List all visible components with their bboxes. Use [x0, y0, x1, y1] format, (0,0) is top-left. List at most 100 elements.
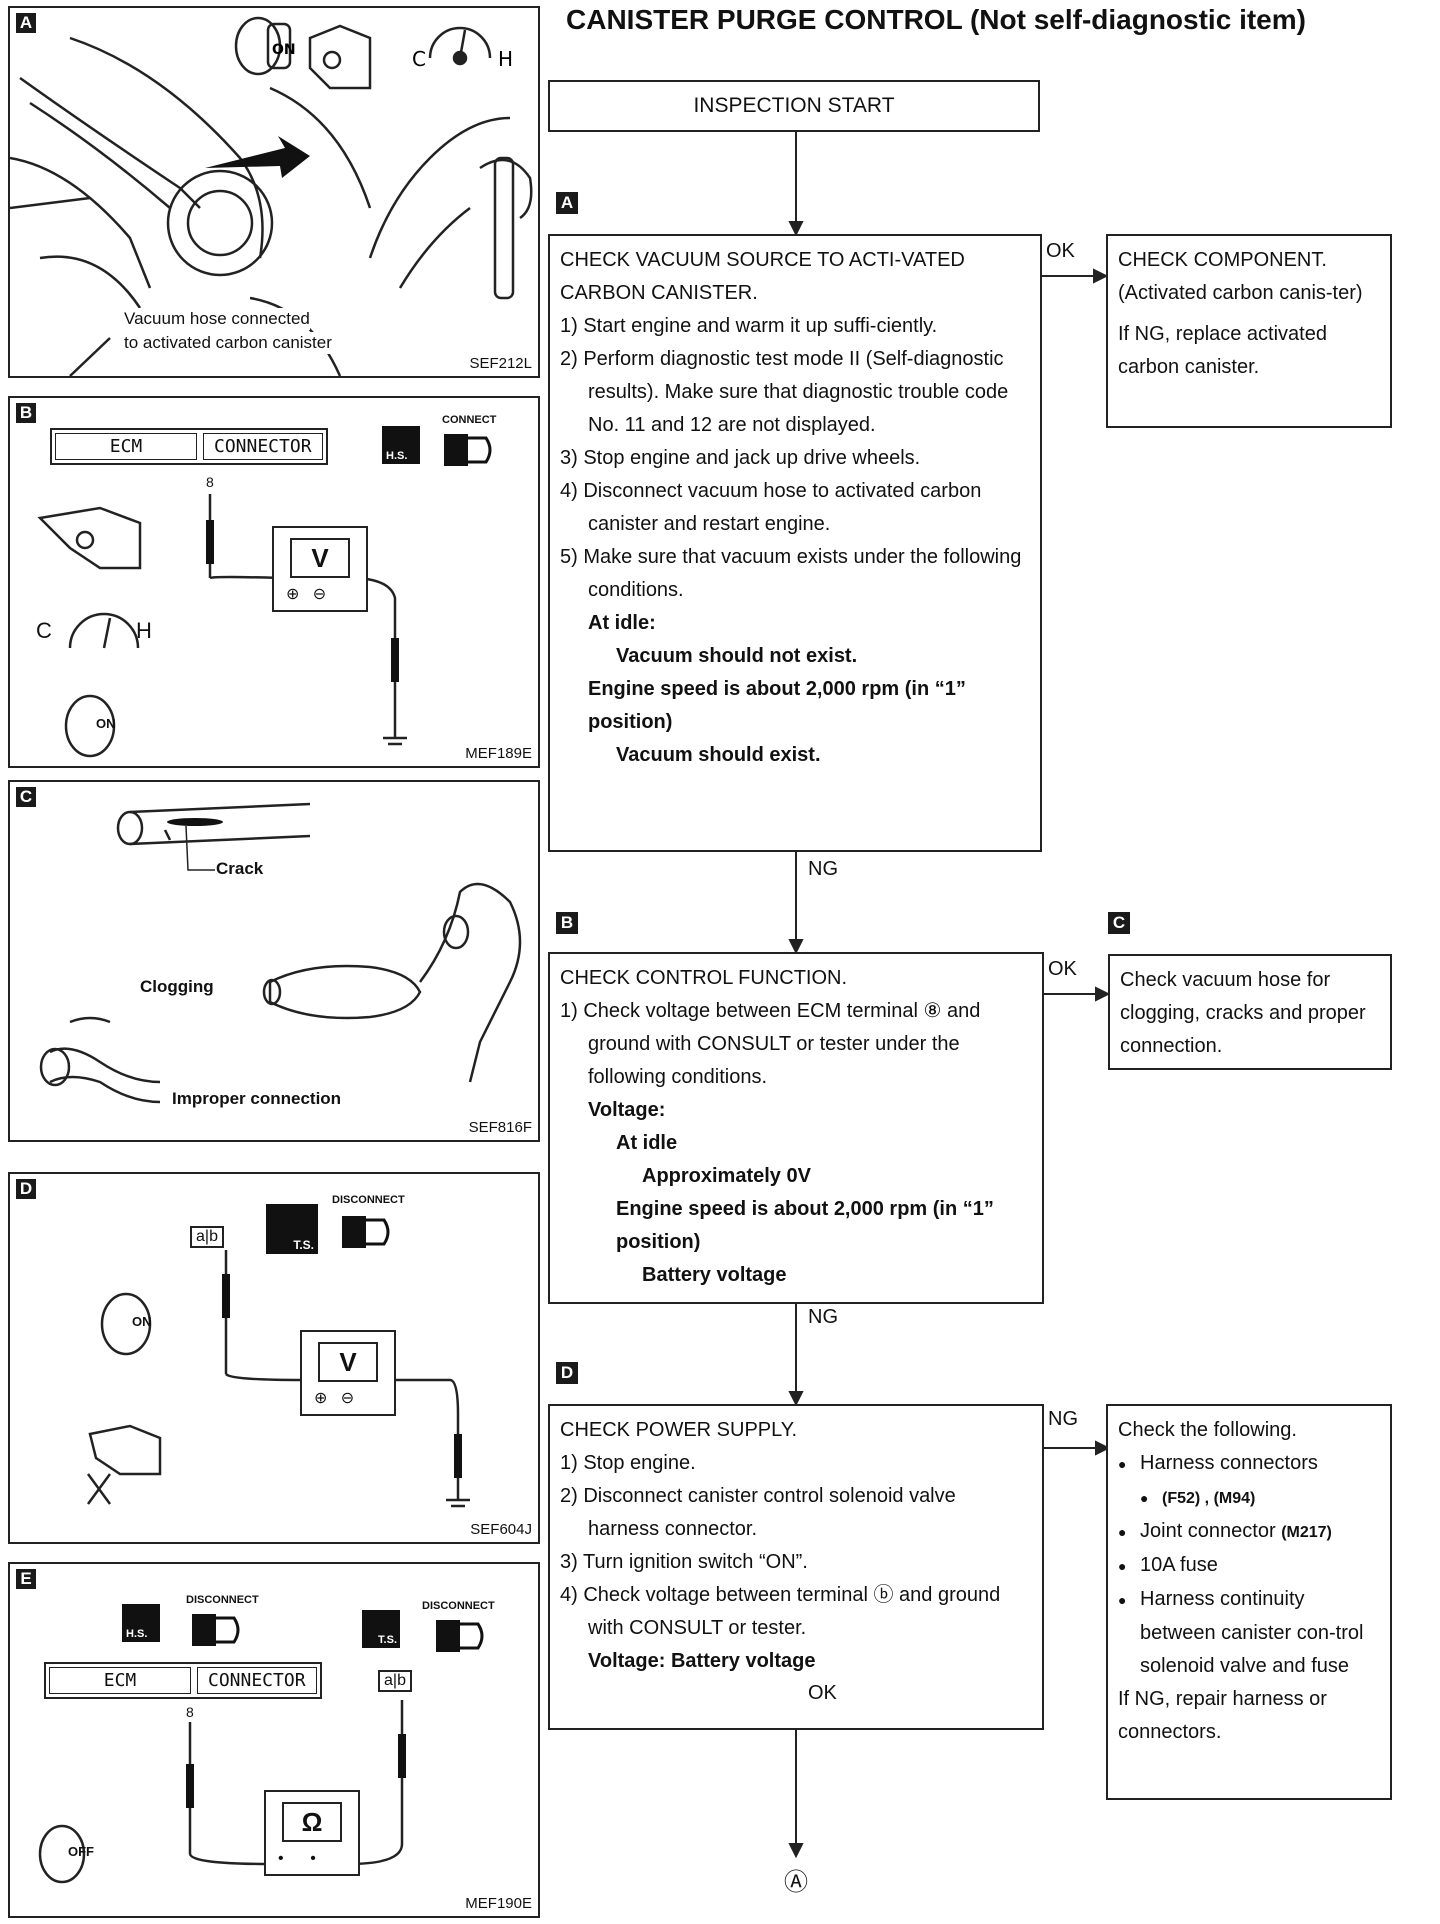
panel-a-vacuum-hose: A — [8, 6, 540, 378]
panel-e-ts-icon: T.S. — [362, 1610, 400, 1648]
step-d-item: 1) Stop engine. — [560, 1452, 696, 1474]
step-a-item: 4) Disconnect vacuum hose to activated c… — [560, 480, 982, 535]
step-b-heading: CHECK CONTROL FUNCTION. — [560, 967, 848, 989]
panel-b-voltmeter: V ⊕ ⊖ — [272, 526, 368, 612]
ng-label-3: NG — [1048, 1408, 1078, 1430]
check-following-note: If NG, repair harness or connectors. — [1118, 1688, 1327, 1743]
check-item-connectors: (F52) , (M94) — [1118, 1481, 1380, 1515]
step-b-list: 1) Check voltage between ECM terminal ⑧ … — [560, 995, 1032, 1094]
step-a-item: 1) Start engine and warm it up suffi-cie… — [560, 315, 938, 337]
step-d-voltage: Voltage: Battery voltage — [588, 1650, 816, 1672]
step-a-cond1-value: Vacuum should not exist. — [616, 645, 858, 667]
panel-d-on-label: ON — [132, 1314, 152, 1329]
panel-b-hs-icon: H.S. — [382, 426, 420, 464]
step-c-text: Check vacuum hose for clogging, cracks a… — [1120, 969, 1366, 1057]
engine-bay-illustration: ON C H — [10, 16, 533, 376]
panel-e-connector-plug-icon-2 — [436, 1620, 484, 1652]
step-b-cond1: At idle — [616, 1132, 678, 1154]
panel-d-disconnect-label: DISCONNECT — [332, 1194, 405, 1206]
panel-e-hs-icon: H.S. — [122, 1604, 160, 1642]
check-item: 10A fuse — [1118, 1549, 1380, 1583]
panel-e-meter-symbol: Ω — [282, 1802, 342, 1842]
panel-e-ecm-connector: ECM CONNECTOR — [44, 1662, 322, 1699]
check-following-heading: Check the following. — [1118, 1419, 1297, 1441]
step-a-heading: CHECK VACUUM SOURCE TO ACTI-VATED CARBON… — [560, 249, 965, 304]
step-b-voltage: Voltage: — [588, 1099, 666, 1121]
check-component-heading: CHECK COMPONENT. — [1118, 249, 1327, 271]
step-b-box: CHECK CONTROL FUNCTION. 1) Check voltage… — [548, 952, 1044, 1304]
panel-b-connector-plug-icon — [444, 434, 492, 466]
step-d-item: 3) Turn ignition switch “ON”. — [560, 1551, 808, 1573]
panel-b-connect-label: CONNECT — [442, 414, 497, 426]
check-following-list: Harness connectors (F52) , (M94) Joint c… — [1118, 1447, 1380, 1683]
step-d-item: 4) Check voltage between terminal ⓑ and … — [560, 1584, 1001, 1639]
panel-b-code: MEF189E — [465, 745, 532, 762]
step-d-item: 2) Disconnect canister control solenoid … — [560, 1485, 956, 1540]
check-item: Harness continuity between canister con-… — [1118, 1583, 1380, 1683]
panel-e-harness-continuity: E H.S. DISCONNECT T.S. DISCONNECT ECM CO… — [8, 1562, 540, 1918]
step-a-cond2: Engine speed is about 2,000 rpm (in “1” … — [588, 678, 966, 733]
panel-b-ecm-label: ECM — [55, 433, 197, 460]
step-a-cond2-value: Vacuum should exist. — [616, 744, 821, 766]
panel-d-code: SEF604J — [470, 1521, 532, 1538]
panel-a-code: SEF212L — [469, 355, 532, 372]
panel-e-ecm-label: ECM — [49, 1667, 191, 1694]
panel-a-tag: A — [16, 13, 36, 33]
panel-b-gauge-c: C — [36, 618, 52, 643]
panel-b-ecm-voltage: B ECM CONNECTOR H.S. CONNECT 8 V ⊕ ⊖ C H… — [8, 396, 540, 768]
panel-d-terminal-connector: a|b — [190, 1226, 224, 1248]
step-a-item: 3) Stop engine and jack up drive wheels. — [560, 447, 921, 469]
panel-d-voltmeter: V ⊕ ⊖ — [300, 1330, 396, 1416]
step-c-tag: C — [1108, 912, 1130, 934]
panel-b-tag: B — [16, 403, 36, 423]
panel-e-connector-plug-icon-1 — [192, 1614, 240, 1646]
step-b-cond2-value: Battery voltage — [642, 1264, 787, 1286]
panel-c-hose-illustration — [39, 802, 522, 1104]
panel-e-connector-label: CONNECTOR — [197, 1667, 317, 1694]
step-a-cond1: At idle: — [588, 612, 656, 634]
panel-d-wiring — [86, 1250, 470, 1508]
panel-b-on-label: ON — [96, 716, 116, 731]
panel-d-meter-symbol: V — [318, 1342, 378, 1382]
step-b-tag: B — [556, 912, 578, 934]
check-item: Joint connector (M217) — [1118, 1515, 1380, 1549]
panel-e-code: MEF190E — [465, 1895, 532, 1912]
step-b-cond2: Engine speed is about 2,000 rpm (in “1” … — [616, 1198, 994, 1253]
panel-c-clogging-label: Clogging — [140, 977, 214, 996]
panel-b-meter-symbol: V — [290, 538, 350, 578]
check-following-box: Check the following. Harness connectors … — [1106, 1404, 1392, 1800]
panel-d-tag: D — [16, 1179, 36, 1199]
inspection-start-box: INSPECTION START — [548, 80, 1040, 132]
panel-a-gauge-c: C — [412, 47, 426, 71]
ng-label-2: NG — [808, 1306, 838, 1328]
step-b-item: 1) Check voltage between ECM terminal ⑧ … — [560, 1000, 981, 1088]
step-a-item: 5) Make sure that vacuum exists under th… — [560, 546, 1022, 601]
panel-c-hose-faults: C Crack Clogging Improper connection SEF… — [8, 780, 540, 1142]
panel-e-ohmmeter: Ω • • — [264, 1790, 360, 1876]
panel-e-terminal-connector: a|b — [378, 1670, 412, 1692]
panel-a-caption-2: to activated carbon canister — [124, 332, 332, 354]
check-item: Harness connectors — [1118, 1447, 1380, 1481]
panel-c-improper-label: Improper connection — [172, 1089, 342, 1108]
step-d-tag: D — [556, 1362, 578, 1384]
panel-e-off-label: OFF — [68, 1844, 94, 1859]
ok-label-3: OK — [808, 1682, 837, 1704]
step-a-item: 2) Perform diagnostic test mode II (Self… — [560, 348, 1009, 436]
page-title: CANISTER PURGE CONTROL (Not self-diagnos… — [566, 4, 1306, 35]
panel-c-code: SEF816F — [468, 1119, 532, 1136]
check-component-sub: (Activated carbon canis-ter) — [1118, 282, 1363, 304]
panel-a-gauge-h: H — [498, 47, 513, 71]
step-a-list: 1) Start engine and warm it up suffi-cie… — [560, 310, 1030, 607]
panel-e-tag: E — [16, 1569, 36, 1589]
panel-e-disconnect-label-1: DISCONNECT — [186, 1594, 259, 1606]
check-component-note: If NG, replace activated carbon canister… — [1118, 323, 1327, 378]
panel-c-tag: C — [16, 787, 36, 807]
step-d-box: CHECK POWER SUPPLY. 1) Stop engine. 2) D… — [548, 1404, 1044, 1730]
step-c-box: Check vacuum hose for clogging, cracks a… — [1108, 954, 1392, 1070]
panel-e-disconnect-label-2: DISCONNECT — [422, 1600, 495, 1612]
continue-marker-a: Ⓐ — [784, 1869, 808, 1896]
panel-c-crack-label: Crack — [216, 859, 264, 878]
step-a-tag: A — [556, 192, 578, 214]
panel-b-pin-8: 8 — [206, 474, 214, 490]
